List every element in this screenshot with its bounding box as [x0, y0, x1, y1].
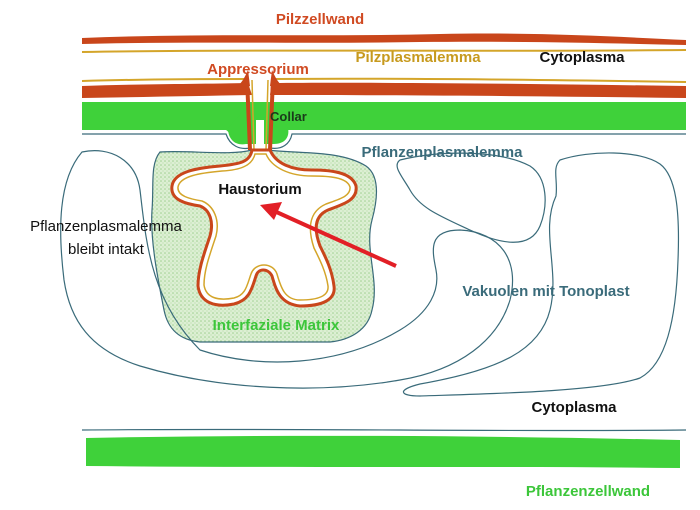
label-intact-line1: Pflanzenplasmalemma	[30, 218, 182, 235]
appressorium-wall-right	[270, 82, 686, 98]
label-pflanzenzellwand: Pflanzenzellwand	[526, 483, 650, 500]
plant-cell-wall-bottom	[86, 435, 680, 468]
label-vakuolen: Vakuolen mit Tonoplast	[462, 283, 629, 300]
pointer-arrow-line	[271, 208, 397, 268]
appressorium-membrane	[81, 77, 687, 83]
appressorium-wall	[82, 83, 252, 98]
label-pilzplasmalemma: Pilzplasmalemma	[355, 49, 481, 66]
plant-plasmalemma-bottom	[81, 428, 687, 432]
penetration-peg-membrane	[251, 79, 269, 151]
label-interfaziale-matrix: Interfaziale Matrix	[213, 317, 340, 334]
vacuole-right	[402, 152, 680, 397]
plant-cell-wall-top	[82, 102, 686, 142]
penetration-peg	[245, 77, 275, 151]
appressorium-bulge-right	[270, 70, 282, 86]
label-cytoplasma-top: Cytoplasma	[539, 49, 625, 66]
appressorium-bulge-left	[238, 70, 250, 86]
label-collar: Collar	[270, 109, 307, 124]
fungal-plasmalemma	[81, 49, 687, 53]
plant-plasmalemma-top	[82, 133, 686, 150]
label-intact-line2: bleibt intakt	[68, 241, 145, 258]
pointer-arrow-head	[260, 202, 282, 220]
haustorium-membrane	[177, 153, 351, 301]
fungal-cell-wall	[82, 33, 686, 45]
vacuole-inner	[396, 152, 546, 243]
label-pilzzellwand: Pilzzellwand	[276, 11, 364, 28]
label-appressorium: Appressorium	[207, 61, 309, 78]
label-haustorium: Haustorium	[218, 181, 301, 198]
haustorium-body	[170, 148, 358, 308]
label-pflanzenplasmalemma: Pflanzenplasmalemma	[362, 144, 524, 161]
label-cytoplasma-bottom: Cytoplasma	[531, 399, 617, 416]
